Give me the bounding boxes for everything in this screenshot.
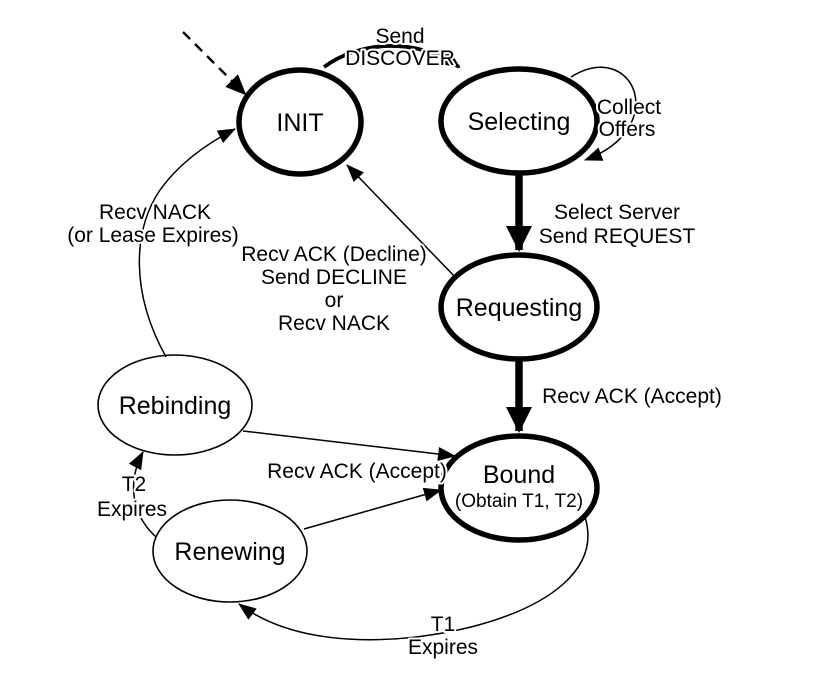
label-recv-ack-accept-requesting: Recv ACK (Accept) [542, 385, 722, 408]
transition-arrow-requesting-to-init [346, 164, 458, 280]
state-renewing-label: Renewing [174, 538, 285, 566]
label-select-server-line1: Select Server [554, 201, 680, 224]
label-select-server-line2: Send REQUEST [539, 225, 696, 248]
label-send-discover-line2: DISCOVER [345, 47, 455, 70]
label-decline-line2: Send DECLINE [261, 266, 407, 289]
transition-arrow-start-to-init [182, 31, 247, 96]
state-rebinding-label: Rebinding [119, 392, 232, 420]
state-requesting-shape [438, 252, 600, 362]
transition-arrow-bound-to-renewing [238, 516, 589, 641]
label-t1-expires-line1: T1 [431, 613, 456, 636]
label-recv-ack-accept-renewing: Recv ACK (Accept) [267, 460, 447, 483]
label-t2-expires-line2: Expires [97, 498, 167, 521]
state-selecting-label: Selecting [468, 108, 571, 136]
label-send-discover-line1: Send [375, 25, 424, 48]
label-t2-expires-line1: T2 [122, 473, 147, 496]
state-init-label: INIT [276, 109, 323, 137]
label-recv-nack-line2: (or Lease Expires) [67, 224, 239, 247]
transition-arrow-selecting-self-loop [570, 66, 637, 161]
state-requesting-label: Requesting [456, 294, 582, 322]
transition-arrow-renewing-to-rebinding [128, 451, 157, 538]
transition-arrow-renewing-to-bound [303, 487, 442, 530]
transition-arrow-init-to-selecting [322, 44, 461, 69]
transition-arrow-rebinding-to-init [138, 128, 236, 358]
label-t1-expires-line2: Expires [408, 636, 478, 659]
state-bound-sublabel: (Obtain T1, T2) [455, 491, 583, 512]
label-decline-line1: Recv ACK (Decline) [241, 243, 427, 266]
state-bound-label: Bound [483, 461, 555, 489]
state-rebinding-shape [97, 354, 253, 456]
state-init-shape [236, 67, 364, 177]
label-collect-offers-line2: Offers [599, 118, 656, 141]
transition-arrow-rebinding-to-bound [242, 430, 456, 461]
label-decline-line4: Recv NACK [278, 312, 390, 335]
state-selecting-shape [438, 66, 600, 176]
label-recv-nack-line1: Recv NACK [99, 201, 211, 224]
state-renewing-shape [152, 499, 308, 603]
label-decline-line3: or [325, 289, 344, 312]
label-collect-offers-line1: Collect [597, 96, 661, 119]
